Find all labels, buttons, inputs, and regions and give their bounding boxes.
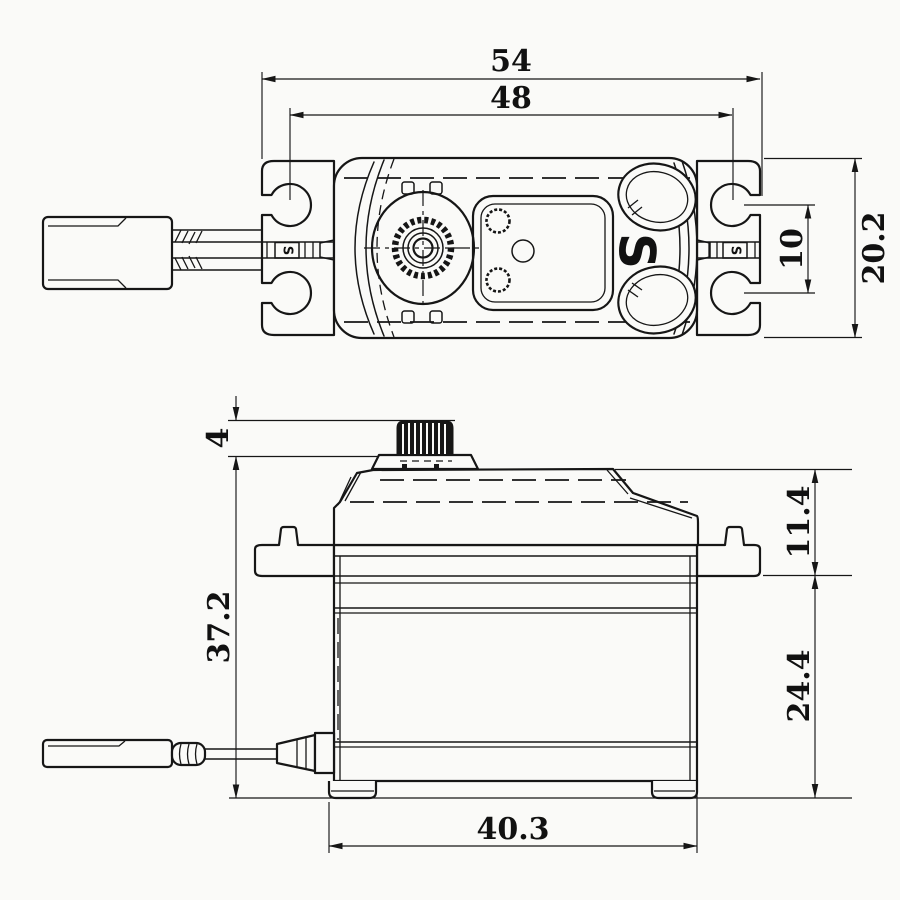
connector-plug-side-view — [41, 738, 174, 769]
dim-body-length-label: 40.3 — [476, 812, 549, 847]
tab-s-marker-right: S — [728, 246, 743, 255]
case-feet — [327, 781, 699, 800]
savox-logo-s: S — [608, 233, 666, 269]
dim-lower-body-height-label: 24.4 — [782, 649, 817, 722]
output-gear — [364, 190, 482, 306]
cover-facets — [337, 469, 693, 519]
wire-channel-right: S — [696, 239, 761, 261]
extension-lines — [228, 72, 862, 853]
tab-s-marker-left: S — [280, 246, 295, 255]
dim-case-depth-label: 20.2 — [857, 211, 892, 284]
body-seam-lines — [333, 555, 698, 781]
case-molded-bumps — [617, 162, 697, 335]
dim-tab-hole-offset-label: 10 — [775, 228, 810, 270]
spline-shaft — [396, 420, 454, 456]
dim-overall-width-label: 54 — [490, 44, 532, 79]
screw-bosses — [401, 181, 443, 324]
connector-plug-top-view — [41, 215, 174, 291]
wire-exit-collar — [313, 731, 336, 775]
strain-relief-coils — [174, 229, 203, 271]
panel-screw-bottom — [485, 267, 511, 293]
wire-assembly-side-view — [41, 731, 336, 775]
panel-screw-middle — [511, 239, 535, 263]
top-view: S S S — [41, 156, 762, 340]
servo-top-cover — [332, 467, 700, 547]
wire-leads-top-view — [171, 229, 263, 271]
mount-ear-right — [695, 525, 762, 578]
dim-mount-spacing-label: 48 — [490, 81, 532, 116]
dim-upper-section-height-label: 11.4 — [782, 485, 817, 558]
case-label-panel — [471, 194, 615, 312]
servo-body-side-view — [332, 543, 699, 783]
dimension-annotations: 54 48 20.2 10 4 37.2 11.4 24.4 40.3 — [201, 44, 892, 853]
tab-s-marker-right-box — [722, 241, 748, 259]
dim-spline-height-label: 4 — [201, 428, 236, 449]
panel-screw-top — [485, 208, 511, 234]
tab-s-marker-left-box — [274, 241, 300, 259]
wire-channel-left: S — [261, 239, 335, 261]
dim-height-to-case-top-label: 37.2 — [202, 590, 237, 663]
side-view — [41, 420, 762, 800]
mount-tab-right — [695, 159, 762, 337]
mount-tab-left — [260, 159, 336, 337]
mount-ear-left — [253, 525, 336, 578]
output-hub — [370, 453, 480, 471]
